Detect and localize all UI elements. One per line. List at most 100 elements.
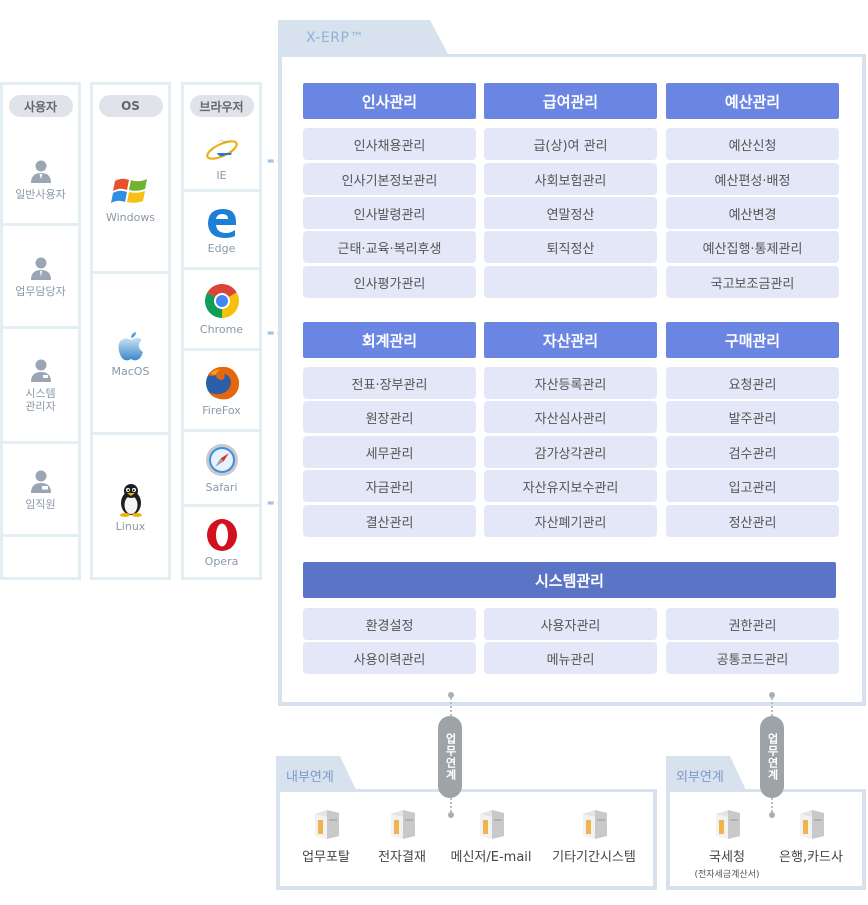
- module-item: 인사평가관리: [303, 266, 476, 298]
- browser-item-safari: Safari: [184, 432, 259, 504]
- server-icon: [583, 810, 607, 839]
- module-item: 결산관리: [303, 505, 476, 537]
- module-item: 공통코드관리: [666, 642, 839, 674]
- browser-column-header: 브라우저: [189, 95, 254, 117]
- server-icon: [480, 810, 504, 839]
- browser-column: 브라우저 IE Edge Chrome Fir: [181, 82, 262, 580]
- module-item: 정산관리: [666, 505, 839, 537]
- module-item: 예산집행·통제관리: [666, 231, 839, 263]
- divider: [93, 432, 168, 435]
- module-item: 근태·교육·복리후생: [303, 231, 476, 263]
- browser-item-label: Edge: [207, 241, 236, 255]
- external-system-bank: 은행,카드사: [776, 808, 846, 865]
- user-item-admin: 시스템 관리자: [3, 329, 78, 441]
- browser-item-ie: IE: [184, 127, 259, 189]
- internal-system-messenger: 메신저/E-mail: [448, 808, 534, 865]
- module-item: 사용이력관리: [303, 642, 476, 674]
- module-item: 입고관리: [666, 470, 839, 502]
- module-item: 퇴직정산: [484, 231, 657, 263]
- module-item: 사용자관리: [484, 608, 657, 640]
- module-header-accounting: 회계관리: [303, 322, 476, 358]
- divider: [93, 271, 168, 274]
- browser-item-opera: Opera: [184, 507, 259, 579]
- divider: [3, 534, 78, 537]
- internal-system-approval: 전자결재: [371, 808, 433, 865]
- module-item: 자산폐기관리: [484, 505, 657, 537]
- browser-item-label: Safari: [205, 481, 238, 494]
- connector-line: [771, 798, 773, 812]
- module-item: 예산변경: [666, 197, 839, 229]
- module-header-hr: 인사관리: [303, 83, 476, 119]
- users-column-header: 사용자: [8, 95, 73, 117]
- user-item-label: 임직원: [25, 497, 56, 511]
- divider: [184, 189, 259, 192]
- external-system-label: 은행,카드사: [779, 850, 843, 865]
- server-icon: [315, 810, 339, 839]
- divider: [3, 223, 78, 226]
- user-item-label: 업무담당자: [15, 284, 66, 298]
- windows-icon: [110, 178, 147, 203]
- divider: [184, 267, 259, 270]
- module-item: 자산등록관리: [484, 367, 657, 399]
- divider: [3, 326, 78, 329]
- browser-item-firefox: FireFox: [184, 351, 259, 429]
- module-item: 메뉴관리: [484, 642, 657, 674]
- external-system-label: 국세청: [709, 850, 745, 865]
- user-item-label: 일반사용자: [15, 187, 66, 201]
- internal-system-other: 기타기간시스템: [547, 808, 641, 865]
- module-header-payroll: 급여관리: [484, 83, 657, 119]
- safari-browser-icon: [205, 444, 238, 476]
- module-header-purchasing: 구매관리: [666, 322, 839, 358]
- browser-item-label: FireFox: [202, 404, 241, 417]
- connector-dot: [448, 812, 454, 818]
- os-item-linux: Linux: [93, 435, 168, 580]
- browser-item-chrome: Chrome: [184, 270, 259, 348]
- module-item: 감가상각관리: [484, 436, 657, 468]
- server-icon: [391, 810, 415, 839]
- person-icon: [30, 257, 51, 280]
- internal-container: [276, 789, 657, 890]
- internal-system-label: 업무포탈: [302, 850, 350, 865]
- os-column: OS Windows MacOS Linux: [90, 82, 171, 580]
- module-item: 검수관리: [666, 436, 839, 468]
- module-item-empty: [484, 266, 657, 298]
- module-header-system: 시스템관리: [303, 562, 836, 598]
- user-item-label: 시스템 관리자: [25, 387, 56, 413]
- internal-system-portal: 업무포탈: [296, 808, 356, 865]
- user-item-employee: 임직원: [3, 444, 78, 534]
- module-item: 연말정산: [484, 197, 657, 229]
- users-column: 사용자 일반사용자 업무담당자 시스템 관리자 임직원: [0, 82, 81, 580]
- ie-browser-icon: [205, 140, 238, 160]
- module-item: 전표·장부관리: [303, 367, 476, 399]
- divider: [184, 348, 259, 351]
- firefox-browser-icon: [205, 366, 239, 400]
- browser-item-label: IE: [216, 169, 227, 182]
- module-header-assets: 자산관리: [484, 322, 657, 358]
- external-title: 외부연계: [676, 770, 724, 785]
- os-item-label: MacOS: [111, 365, 150, 378]
- os-item-windows: Windows: [93, 127, 168, 271]
- module-item: 세무관리: [303, 436, 476, 468]
- divider: [184, 429, 259, 432]
- edge-browser-icon: [207, 208, 236, 238]
- connector-line: [450, 798, 452, 812]
- module-item: 인사채용관리: [303, 128, 476, 160]
- external-container: [666, 789, 866, 890]
- internal-title: 내부연계: [286, 770, 334, 785]
- erp-title: X-ERP™: [306, 30, 364, 46]
- person-icon: [30, 359, 51, 382]
- os-item-label: Windows: [105, 211, 156, 224]
- module-item: 예산편성·배정: [666, 163, 839, 195]
- divider: [3, 441, 78, 444]
- module-item: 요청관리: [666, 367, 839, 399]
- chrome-browser-icon: [204, 284, 239, 318]
- module-item: 자산심사관리: [484, 401, 657, 433]
- person-icon: [30, 160, 51, 183]
- server-icon: [800, 810, 824, 839]
- module-header-budget: 예산관리: [666, 83, 839, 119]
- user-item-staff: 업무담당자: [3, 226, 78, 326]
- os-item-label: Linux: [115, 519, 146, 533]
- tux-penguin-icon: [119, 483, 142, 517]
- person-icon: [30, 470, 51, 493]
- os-item-macos: MacOS: [93, 274, 168, 432]
